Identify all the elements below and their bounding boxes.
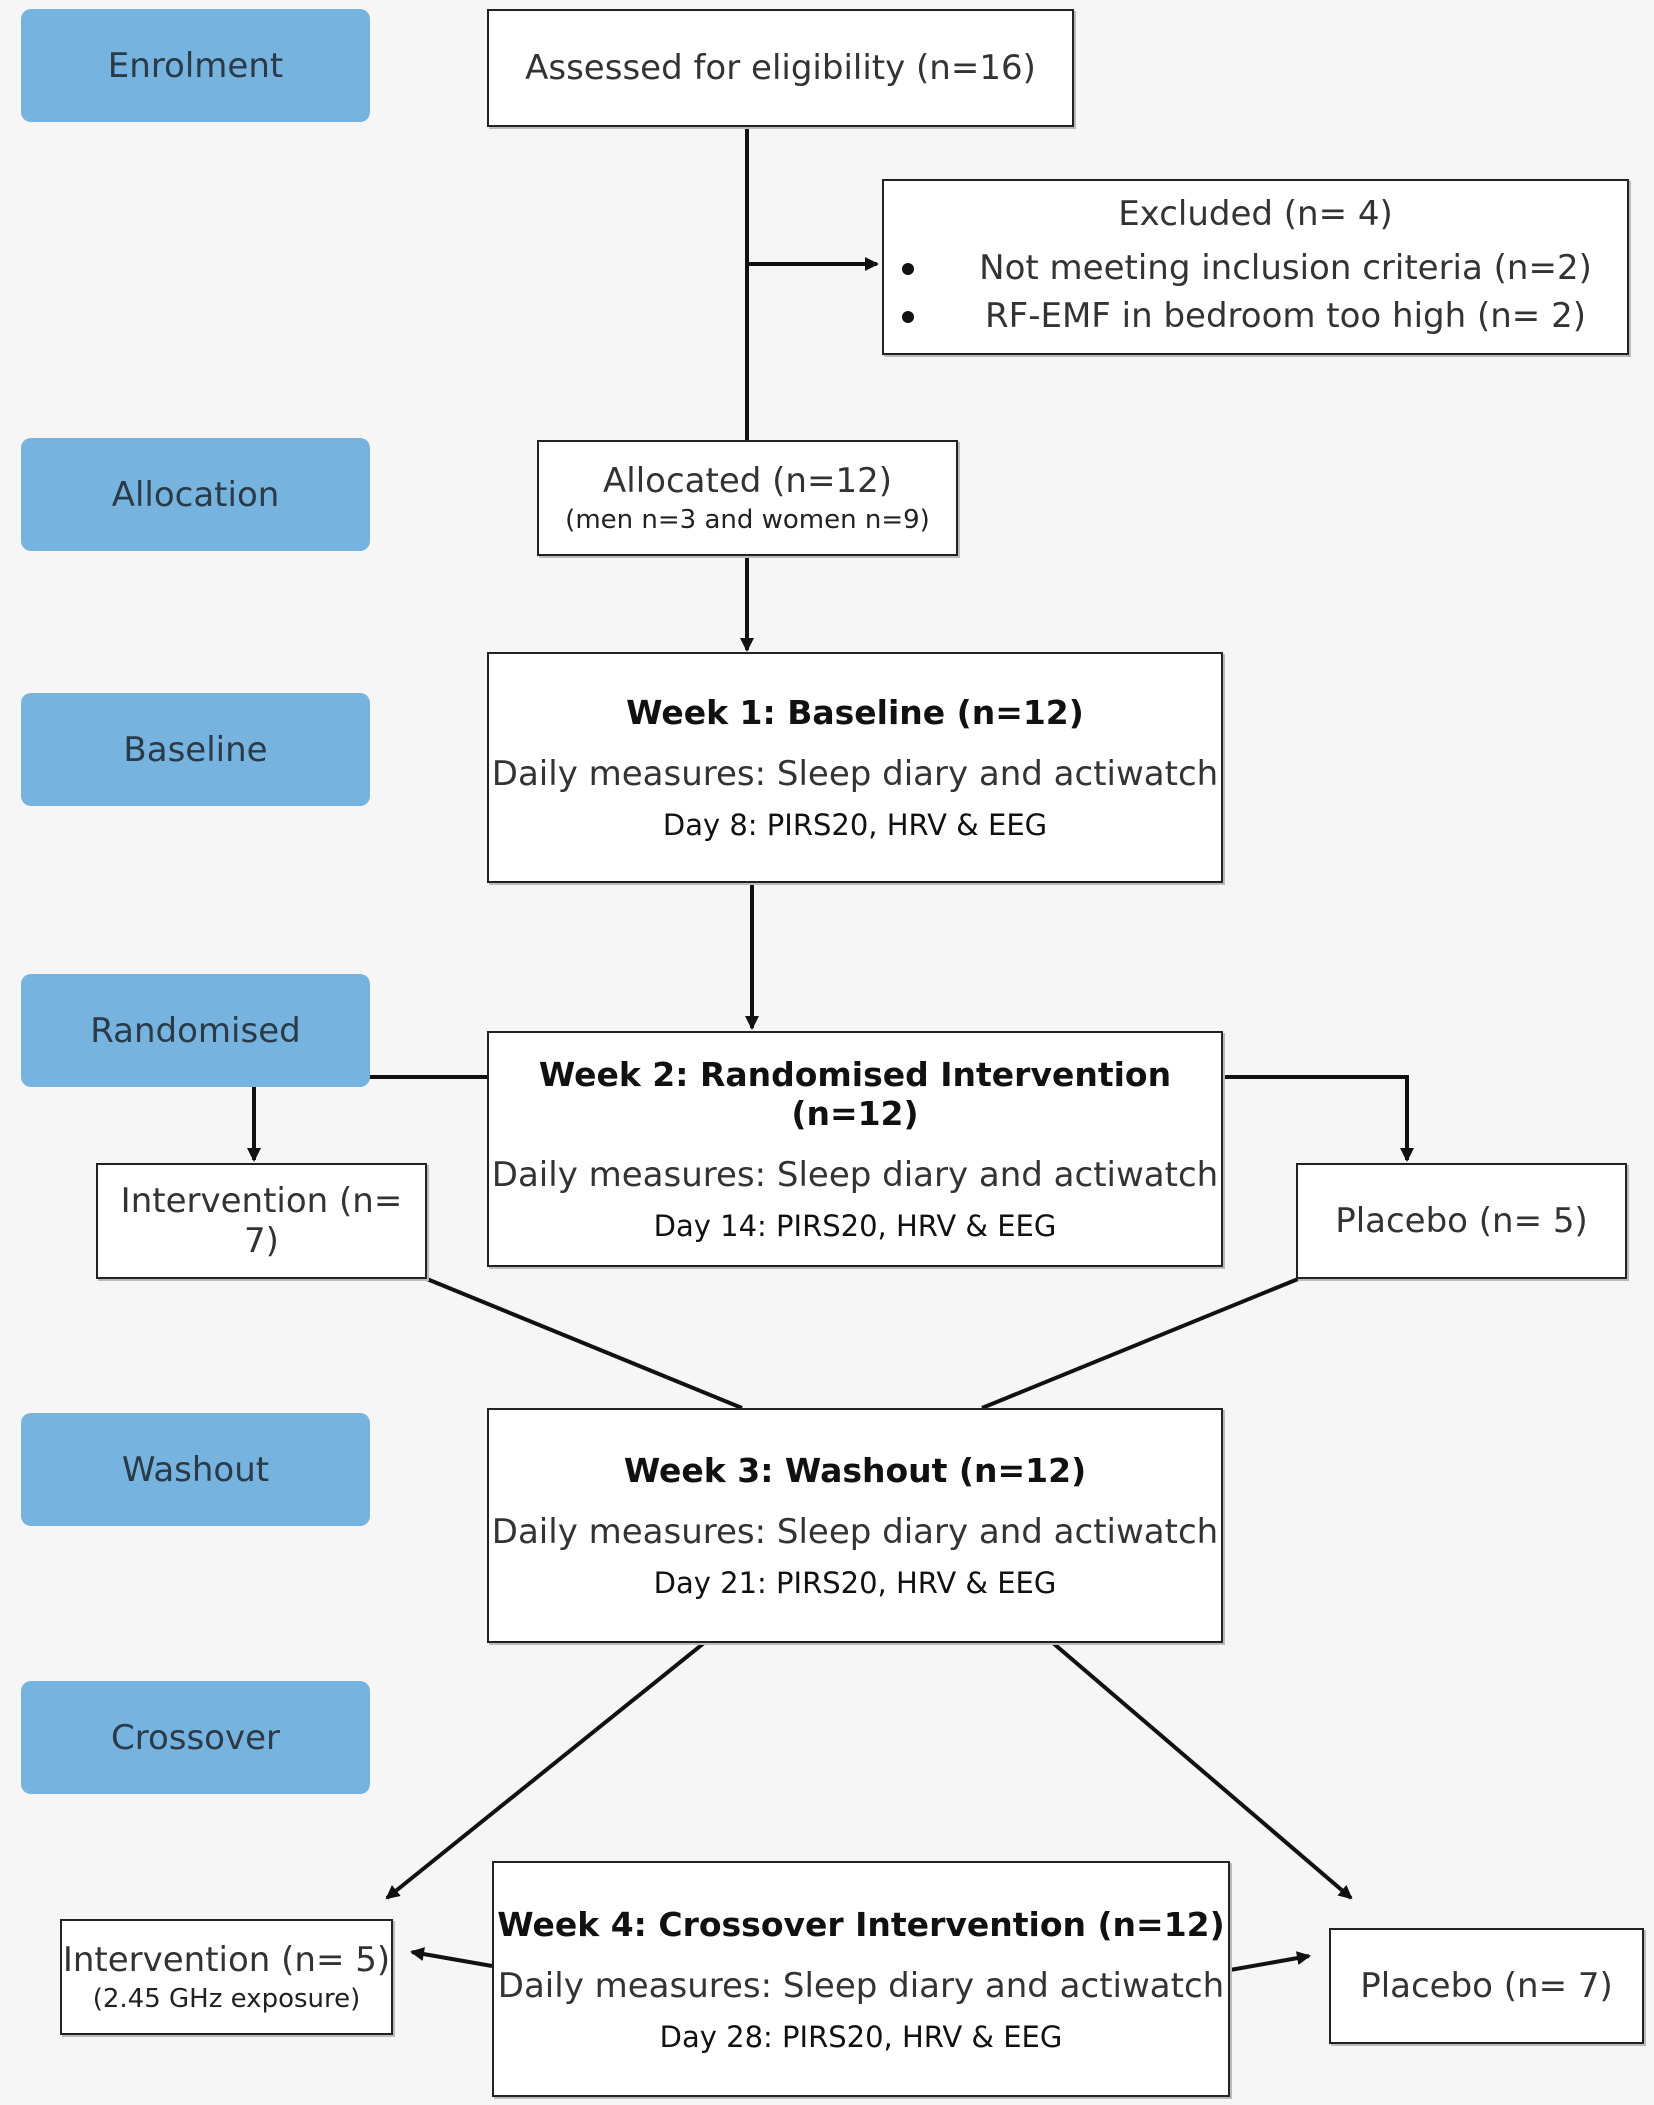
week3-box: Week 3: Washout (n=12) Daily measures: S… (487, 1408, 1223, 1643)
week2-daily: Daily measures: Sleep diary and actiwatc… (491, 1155, 1219, 1195)
excluded-item: Not meeting inclusion criteria (n=2) (884, 244, 1627, 292)
week1-box: Week 1: Baseline (n=12) Daily measures: … (487, 652, 1223, 883)
week1-daily: Daily measures: Sleep diary and actiwatc… (491, 754, 1219, 794)
allocated-box: Allocated (n=12) (men n=3 and women n=9) (537, 440, 958, 556)
phase-allocation: Allocation (21, 438, 370, 551)
allocated-sub: (men n=3 and women n=9) (565, 505, 930, 535)
allocated-title: Allocated (n=12) (603, 461, 892, 501)
connector-intervention1-week3 (426, 1277, 743, 1410)
week1-title: Week 1: Baseline (n=12) (626, 693, 1084, 732)
phase-randomised: Randomised (21, 974, 370, 1087)
excluded-item: RF-EMF in bedroom too high (n= 2) (884, 292, 1627, 340)
week4-day: Day 28: PIRS20, HRV & EEG (659, 2019, 1063, 2054)
week1-day: Day 8: PIRS20, HRV & EEG (662, 808, 1048, 842)
intervention2-label: Intervention (n= 5) (62, 1940, 391, 1980)
week4-box: Week 4: Crossover Intervention (n=12) Da… (492, 1861, 1230, 2097)
week3-title: Week 3: Washout (n=12) (623, 1451, 1087, 1490)
placebo1-box: Placebo (n= 5) (1296, 1163, 1627, 1279)
arrow-week4-to-intervention2 (410, 1947, 493, 1968)
week2-day: Day 14: PIRS20, HRV & EEG (653, 1209, 1057, 1243)
week4-daily: Daily measures: Sleep diary and actiwatc… (497, 1965, 1225, 2006)
excluded-list: Not meeting inclusion criteria (n=2) RF-… (884, 244, 1627, 340)
intervention2-box: Intervention (n= 5) (2.45 GHz exposure) (60, 1919, 393, 2035)
arrow-to-intervention2 (385, 1641, 706, 1900)
phase-crossover: Crossover (21, 1681, 370, 1794)
connector-placebo1-week3 (981, 1277, 1299, 1410)
arrow-week4-to-placebo2 (1229, 1951, 1311, 1972)
arrow-to-placebo2 (1051, 1641, 1353, 1900)
phase-enrolment: Enrolment (21, 9, 370, 122)
week2-box: Week 2: Randomised Intervention (n=12) D… (487, 1031, 1223, 1267)
placebo2-box: Placebo (n= 7) (1329, 1928, 1644, 2044)
placebo2-label: Placebo (n= 7) (1360, 1966, 1613, 2006)
excluded-box: Excluded (n= 4) Not meeting inclusion cr… (882, 179, 1629, 355)
placebo1-label: Placebo (n= 5) (1335, 1201, 1588, 1241)
intervention1-box: Intervention (n= 7) (96, 1163, 427, 1279)
week3-daily: Daily measures: Sleep diary and actiwatc… (491, 1512, 1219, 1552)
week2-title: Week 2: Randomised Intervention (n=12) (538, 1055, 1172, 1133)
phase-baseline: Baseline (21, 693, 370, 806)
excluded-title: Excluded (n= 4) (1118, 194, 1393, 234)
assessed-label: Assessed for eligibility (n=16) (525, 48, 1036, 88)
arrow-to-intervention1 (247, 1075, 487, 1162)
intervention1-label: Intervention (n= 7) (120, 1181, 403, 1261)
arrow-to-placebo1 (1223, 1075, 1414, 1162)
intervention2-sub: (2.45 GHz exposure) (92, 1984, 361, 2014)
assessed-box: Assessed for eligibility (n=16) (487, 9, 1074, 127)
phase-washout: Washout (21, 1413, 370, 1526)
week4-title: Week 4: Crossover Intervention (n=12) (497, 1904, 1225, 1944)
week3-day: Day 21: PIRS20, HRV & EEG (653, 1566, 1057, 1600)
